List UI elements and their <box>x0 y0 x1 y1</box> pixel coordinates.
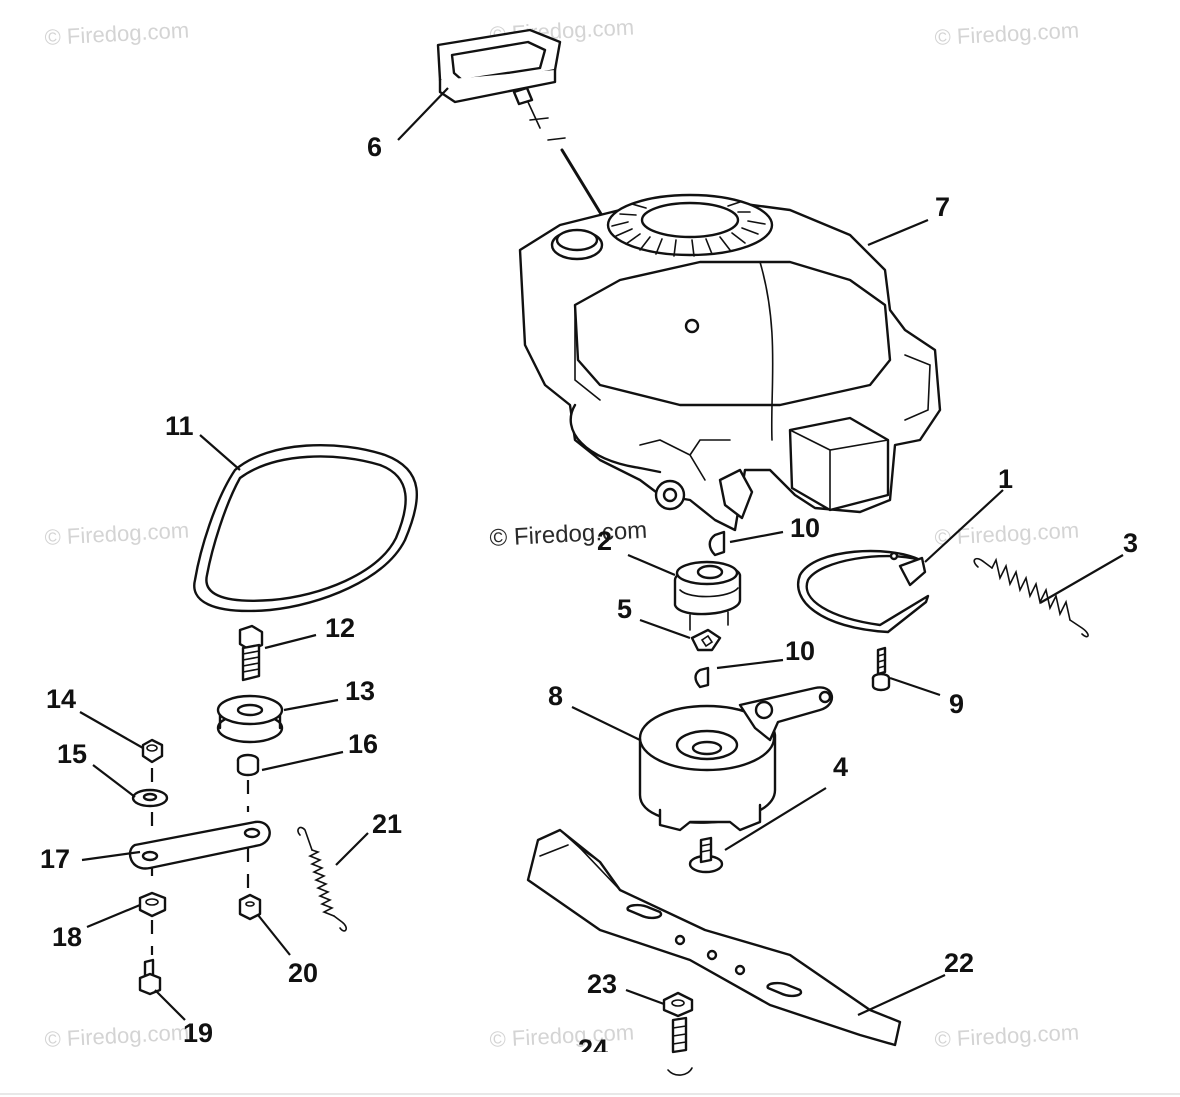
callout-16: 16 <box>348 729 378 759</box>
leader-10-lower <box>716 658 784 670</box>
callout-8: 8 <box>548 681 563 711</box>
belt-part <box>193 444 418 613</box>
callout-13: 13 <box>345 676 375 706</box>
pto-clutch-8-part <box>638 686 833 832</box>
callout-10-upper: 10 <box>790 513 820 543</box>
callout-4: 4 <box>833 752 848 782</box>
key-10-lower-part <box>694 666 710 689</box>
engine-part <box>518 193 942 532</box>
leader-5 <box>639 618 691 640</box>
leader-15 <box>92 764 136 798</box>
callout-12: 12 <box>325 613 355 643</box>
callout-9: 9 <box>949 689 964 719</box>
callout-20: 20 <box>288 958 318 988</box>
bolt-24-part <box>667 1016 693 1076</box>
leader-8 <box>571 706 641 741</box>
nut-23-part <box>662 991 694 1018</box>
leader-18 <box>86 903 141 929</box>
leader-11 <box>199 434 241 471</box>
leader-13 <box>283 698 339 712</box>
nut-14-part <box>141 738 164 764</box>
key-10-upper-part <box>708 530 726 557</box>
adapter-2-part <box>673 560 742 631</box>
bottom-clip <box>570 1052 630 1072</box>
callout-3: 3 <box>1123 528 1138 558</box>
callout-7: 7 <box>935 192 950 222</box>
bracket-1-part <box>797 549 930 634</box>
callout-23: 23 <box>587 969 617 999</box>
leader-7 <box>867 218 929 247</box>
spring-21-part <box>297 826 347 932</box>
watermark-bottom-right: © Firedog.com <box>934 1019 1080 1052</box>
leader-10-upper <box>729 530 784 544</box>
callout-5: 5 <box>617 594 632 624</box>
blade-22-part <box>526 828 902 1047</box>
leader-6 <box>397 87 449 141</box>
bolt-12-part <box>238 624 264 682</box>
leader-4 <box>724 787 827 851</box>
watermark-top-left: © Firedog.com <box>44 17 190 50</box>
bolt-4-part <box>688 836 724 874</box>
leader-20 <box>257 914 291 956</box>
callout-19: 19 <box>183 1018 213 1048</box>
leader-19 <box>154 989 186 1021</box>
callout-11: 11 <box>165 411 194 441</box>
nut-18-part <box>138 891 167 918</box>
watermark-mid-left: © Firedog.com <box>44 517 190 550</box>
bolt-19-part <box>138 958 162 996</box>
callout-18: 18 <box>52 922 82 952</box>
callout-21: 21 <box>372 809 402 839</box>
watermark-mid-center: © Firedog.com <box>489 517 648 552</box>
nut-20-part <box>238 893 262 921</box>
spacer-16-part <box>236 753 260 777</box>
callout-1: 1 <box>998 464 1013 494</box>
callout-15: 15 <box>57 739 87 769</box>
watermark-bottom-left: © Firedog.com <box>44 1019 190 1052</box>
starter-handle-part <box>436 28 614 234</box>
leader-3 <box>1039 554 1124 604</box>
leader-21 <box>335 832 369 866</box>
leader-2 <box>627 553 676 577</box>
spring-3-part <box>973 557 1089 638</box>
callout-14: 14 <box>46 684 76 714</box>
lock-5-part <box>690 628 722 652</box>
leader-22 <box>857 974 946 1016</box>
leader-9 <box>889 676 941 697</box>
leader-16 <box>261 750 344 772</box>
leader-12 <box>264 633 317 650</box>
washer-15-part <box>131 788 169 808</box>
callout-2: 2 <box>597 526 612 556</box>
callout-6: 6 <box>367 132 382 162</box>
leader-23 <box>625 988 665 1006</box>
watermark-bottom-center: © Firedog.com <box>489 1019 635 1052</box>
leader-14 <box>79 711 144 749</box>
leader-1 <box>924 489 1004 563</box>
callout-17: 17 <box>40 844 70 874</box>
callout-10-lower: 10 <box>785 636 815 666</box>
idler-pulley-13-part <box>216 694 284 744</box>
watermark-top-right: © Firedog.com <box>934 17 1080 50</box>
callout-22: 22 <box>944 948 974 978</box>
leader-17 <box>81 850 141 862</box>
screw-9-part <box>871 646 891 692</box>
